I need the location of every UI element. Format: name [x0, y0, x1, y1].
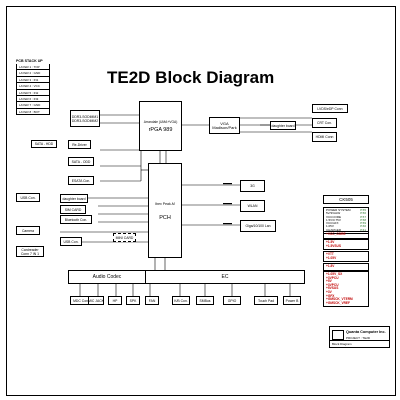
pcb-layer: LAYER 1 : TOP — [16, 64, 50, 71]
pch-chip-name: Ibex Peak-M — [155, 201, 175, 206]
pcb-layer: LAYER 2 : GND — [16, 70, 50, 77]
pcb-stack-header: PCB STACK UP — [16, 59, 43, 63]
esata-connector: ESATA Con. — [68, 176, 94, 185]
audio-codec-block: Audio Codec — [68, 270, 146, 284]
drawing-border — [6, 6, 396, 396]
power-rail-group: +VCC_CORE — [323, 231, 369, 239]
wlan-block: WLAN — [240, 200, 265, 212]
clock-gen-title: CK505 — [323, 195, 369, 204]
cpu-block: Arrandale (UMA+VGA) rPGA 989 — [139, 101, 182, 151]
ddr-b-label: DDR3-SODIMM2 — [71, 118, 99, 123]
power-rail-group: +VTT +1.05V — [323, 251, 369, 263]
crt-connector: CRT Con. — [312, 118, 337, 128]
cpu-name: Arrandale (UMA+VGA) — [143, 120, 178, 124]
usb-connector-2: USB Con. — [60, 237, 82, 246]
smbus-block: SMBus — [196, 296, 214, 305]
3g-block: 3G — [240, 180, 265, 192]
lvds-connector: LVDS/eDP Conn — [312, 104, 348, 113]
vga-title: VGA — [220, 120, 229, 126]
pcb-layer: LAYER 6 : IN3 — [16, 95, 50, 103]
cpu-package: rPGA 989 — [148, 127, 173, 133]
card-reader-block: Cardreader Conn 7 IN 1 — [16, 246, 44, 257]
pcb-layer: LAYER 4 : VCC — [16, 83, 50, 90]
usb-connector: USB Con. — [16, 193, 40, 202]
mini-card-block: MINI CARD — [113, 233, 136, 242]
redriver-block: Re-Driver — [68, 140, 91, 149]
vga-block: VGA Madison/Park — [209, 117, 240, 134]
sim-card-block: SIM CARD — [60, 205, 86, 214]
keyboard-connector: K/B Con. — [172, 296, 190, 305]
vga-chip: Madison/Park — [212, 124, 237, 130]
diagram-title: TE2D Block Diagram — [107, 68, 275, 87]
camera-block: Camera — [16, 226, 40, 235]
headphone-jack: HP — [108, 296, 122, 305]
project-name: PROJECT : TE2D — [346, 336, 371, 340]
power-board-block: Power B — [283, 296, 301, 305]
pcb-layer: LAYER 3 : IN1 — [16, 76, 50, 84]
sata-hdd-block: SATA - HDD — [31, 140, 57, 148]
daughter-board-block: daughter board — [270, 121, 296, 130]
touch-pad-block: Touch Pad — [254, 296, 278, 305]
power-rail-group: +1.5V +1.5VSUS — [323, 239, 369, 251]
bluetooth-connector: Bluetooth Con. — [60, 215, 92, 224]
ec-block: EC — [145, 270, 305, 284]
company-logo-icon — [332, 330, 344, 340]
pch-label: PCH — [159, 214, 171, 221]
pcb-stack-table: PCB STACK UP LAYER 1 : TOP LAYER 2 : GND… — [16, 59, 50, 116]
title-block: Quanta Computer Inc. PROJECT : TE2D Bloc… — [329, 326, 390, 348]
speaker-block: SPK — [126, 296, 140, 305]
hdmi-connector: HDMI Conn — [312, 132, 337, 142]
pch-block: Ibex Peak-M PCH — [148, 163, 182, 258]
pcb-layer: LAYER 5 : IN2 — [16, 89, 50, 96]
pcb-layer: LAYER 8 : BOT — [16, 108, 50, 116]
giga-lan-block: Giga/10/100 Lan — [240, 220, 276, 232]
daughter-board-usb: daughter board — [60, 194, 88, 203]
sata-odd-block: SATA - ODD — [68, 157, 94, 166]
mic-jack: MIC JACK — [88, 296, 104, 305]
power-rail-group: +1.05V_SX +3VPCU +5V +3VPCU +5VSUS +3V +… — [323, 271, 369, 308]
ddr-a-label: DDR3-SODIMM1 — [71, 114, 99, 119]
pcb-layer: LAYER 7 : GND — [16, 102, 50, 109]
power-rail-group: +1.8V — [323, 263, 369, 271]
gpio-block: GPIO — [223, 296, 241, 305]
sheet-title: Block Diagram — [330, 340, 389, 347]
ddr-sodimm-block: DDR3-SODIMM1 DDR3-SODIMM2 — [70, 110, 100, 127]
company-name: Quanta Computer Inc. — [346, 330, 386, 334]
fan-block: FAN — [145, 296, 159, 305]
